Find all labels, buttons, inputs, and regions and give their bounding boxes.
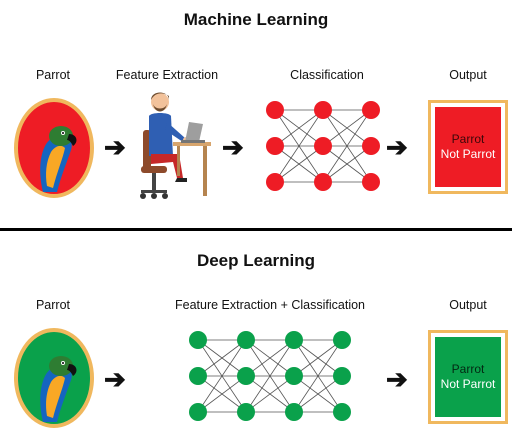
network-connection — [322, 109, 372, 183]
network-node — [362, 173, 380, 191]
network-node — [314, 137, 332, 155]
ml-output-not-parrot: Not Parrot — [440, 147, 496, 161]
network-connection — [322, 109, 372, 147]
network-node — [237, 331, 255, 349]
network-node — [285, 367, 303, 385]
network-node — [285, 331, 303, 349]
network-node — [266, 173, 284, 191]
parrot-icon — [14, 98, 94, 198]
network-connection — [293, 339, 343, 377]
arrow-right-icon: ➔ — [386, 364, 408, 394]
dl-output-parrot: Parrot — [451, 362, 485, 376]
ml-feature-label: Feature Extraction — [115, 68, 219, 82]
network-node — [189, 331, 207, 349]
network-node — [333, 367, 351, 385]
network-connection — [274, 109, 324, 183]
ml-output-label: Output — [449, 68, 487, 82]
ml-neural-network — [266, 101, 380, 191]
ml-output-parrot: Parrot — [451, 132, 485, 146]
ml-input-label: Parrot — [35, 68, 71, 82]
arrow-right-icon: ➔ — [104, 132, 126, 162]
network-node — [237, 367, 255, 385]
dl-title: Deep Learning — [196, 251, 316, 270]
network-node — [189, 403, 207, 421]
network-node — [237, 403, 255, 421]
ml-output-panel: Parrot Not Parrot — [435, 107, 501, 187]
section-divider — [0, 228, 512, 231]
ml-title: Machine Learning — [183, 10, 329, 29]
network-connection — [197, 339, 247, 413]
person-at-desk-icon — [140, 92, 211, 199]
dl-output-label: Output — [449, 298, 487, 312]
network-connection — [245, 375, 295, 413]
network-node — [362, 137, 380, 155]
network-node — [189, 367, 207, 385]
network-connection — [197, 375, 247, 413]
network-node — [285, 403, 303, 421]
network-connection — [245, 339, 295, 413]
ml-classification-label: Classification — [290, 68, 364, 82]
network-connection — [197, 339, 247, 377]
dl-input-label: Parrot — [35, 298, 71, 312]
arrow-right-icon: ➔ — [104, 364, 126, 394]
network-node — [266, 101, 284, 119]
arrow-right-icon: ➔ — [386, 132, 408, 162]
ml-output-box: Parrot Not Parrot — [428, 100, 508, 194]
network-connection — [245, 339, 295, 377]
network-connection — [274, 145, 324, 183]
network-connection — [274, 109, 324, 147]
dl-output-not-parrot: Not Parrot — [440, 377, 496, 391]
network-node — [333, 403, 351, 421]
network-node — [362, 101, 380, 119]
network-connection — [293, 339, 343, 413]
arrow-right-icon: ➔ — [222, 132, 244, 162]
parrot-icon — [14, 328, 94, 428]
dl-output-panel: Parrot Not Parrot — [435, 337, 501, 417]
network-connection — [293, 375, 343, 413]
dl-output-box: Parrot Not Parrot — [428, 330, 508, 424]
network-node — [314, 101, 332, 119]
network-node — [333, 331, 351, 349]
dl-combined-label: Feature Extraction + Classification — [174, 298, 365, 312]
dl-neural-network — [189, 331, 351, 421]
network-node — [266, 137, 284, 155]
network-node — [314, 173, 332, 191]
network-connection — [322, 145, 372, 183]
